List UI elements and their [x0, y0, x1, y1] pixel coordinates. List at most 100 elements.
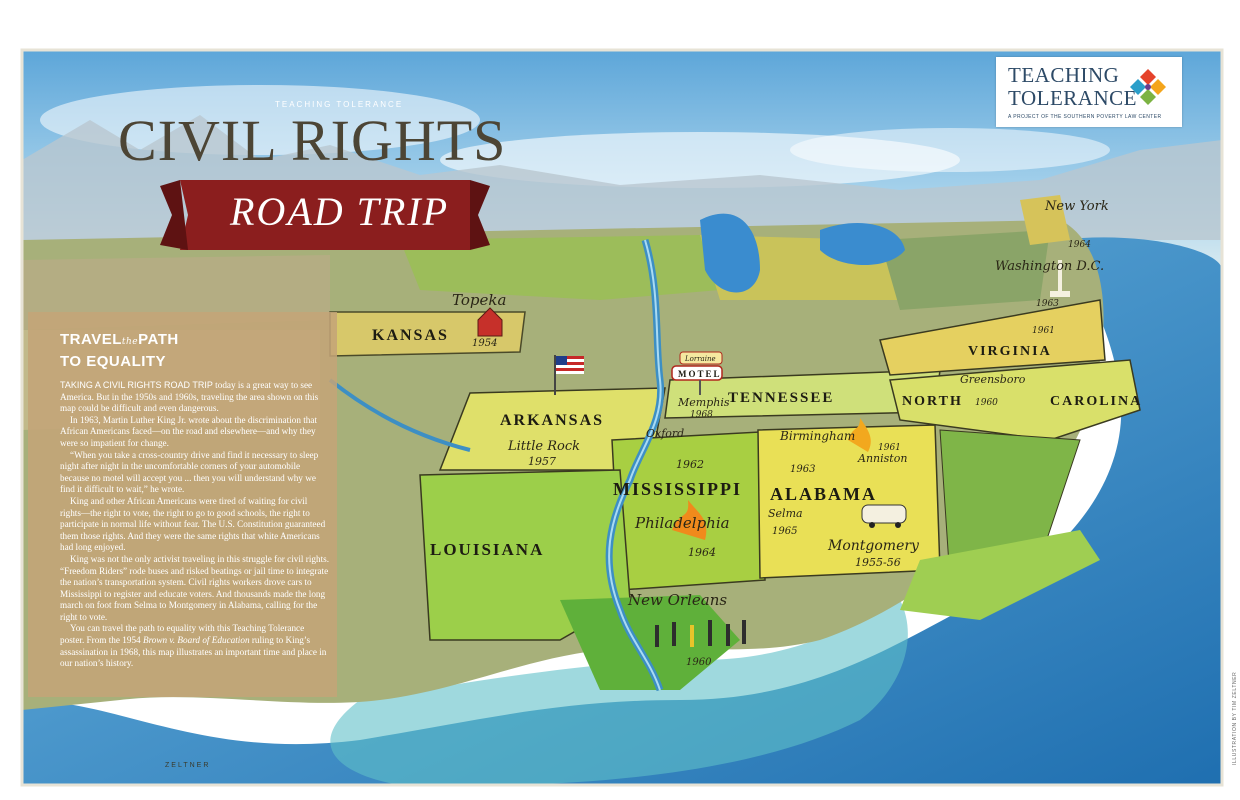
arkansas-label: ARKANSAS	[500, 412, 604, 429]
florida-panhandle	[900, 530, 1100, 620]
greensboro-year: 1960	[975, 398, 998, 408]
panel-title-line2: TO EQUALITY	[60, 353, 167, 370]
washington-monument-icon	[1058, 260, 1062, 295]
painting-border	[20, 48, 1224, 787]
little-rock-label: Little Rock	[507, 439, 580, 454]
state-virginia	[879, 299, 1106, 376]
topeka-label: Topeka	[452, 291, 506, 309]
state-north-carolina	[889, 359, 1141, 441]
bus-wheel	[895, 522, 901, 528]
philadelphia-label: Philadelphia	[634, 514, 730, 532]
marchers-icon	[655, 620, 746, 647]
paragraph-6-em: Brown v. Board of Education	[142, 635, 250, 646]
washington-year: 1963	[1036, 299, 1059, 309]
flag-stripe	[556, 362, 584, 365]
paragraph-6: You can travel the path to equality with…	[60, 623, 330, 669]
little-rock-year: 1957	[528, 455, 556, 468]
new-york-label: New York	[1044, 199, 1109, 214]
philadelphia-year: 1964	[688, 546, 716, 559]
tennessee-label: TENNESSEE	[728, 390, 834, 406]
logo-line1: TEACHING	[1008, 63, 1120, 87]
lake	[820, 222, 905, 265]
title-ribbon	[180, 180, 478, 250]
paragraph-5: King was not the only activist traveling…	[60, 553, 329, 622]
paragraph-4: King and other African Americans were ti…	[60, 495, 326, 553]
lorraine-label: Lorraine	[684, 355, 716, 363]
oxford-label: Oxford	[646, 427, 684, 440]
virginia-label: VIRGINIA	[968, 344, 1052, 359]
flag-stripe	[556, 368, 584, 371]
poster-title: CIVIL RIGHTS	[118, 108, 507, 173]
paragraph-6-a: You can travel the path to equality with…	[60, 623, 305, 646]
paragraph-1-lead: Taking a civil rights road trip	[60, 380, 213, 390]
ribbon-tail	[470, 180, 490, 250]
mississippi-river-highlight	[608, 239, 662, 691]
memphis-label: Memphis	[677, 396, 730, 409]
motel-label: MOTEL	[678, 369, 722, 379]
new-york-year: 1964	[1068, 240, 1091, 250]
selma-year: 1965	[772, 526, 797, 537]
header-kicker: TEACHING TOLERANCE	[275, 100, 404, 109]
lorraine-sign-icon	[679, 351, 723, 365]
plains	[22, 255, 330, 330]
artist-signature: ZELTNER	[165, 762, 211, 769]
capitol-icon	[1050, 291, 1070, 297]
selma-label: Selma	[768, 507, 803, 520]
kansas-label: KANSAS	[372, 327, 449, 344]
poster-subtitle: ROAD TRIP	[230, 189, 450, 234]
schoolhouse-icon	[477, 307, 503, 337]
mississippi-label: MISSISSIPPI	[613, 479, 742, 499]
farmland	[400, 235, 720, 300]
bus-wheel	[869, 522, 875, 528]
arkansas-river	[328, 378, 471, 452]
panel-title: TRAVELthePATH TO EQUALITY	[60, 330, 179, 371]
new-orleans-year: 1960	[686, 657, 712, 668]
anniston-year: 1961	[878, 443, 901, 453]
new-york-city-icon	[1020, 195, 1070, 245]
logo-tagline: A PROJECT OF THE SOUTHERN POVERTY LAW CE…	[1008, 114, 1162, 120]
new-orleans-label: New Orleans	[627, 591, 727, 609]
flag-stripe	[556, 356, 584, 359]
logo-mark-icon	[1130, 69, 1166, 105]
memphis-year: 1968	[690, 410, 713, 420]
flag-canton	[556, 356, 567, 365]
alabama-label: ALABAMA	[770, 484, 877, 504]
illustration-credit: ILLUSTRATION BY TIM ZELTNER	[1232, 671, 1238, 765]
greensboro-label: Greensboro	[960, 373, 1026, 386]
text-panel	[28, 312, 337, 697]
montgomery-year: 1955-56	[855, 556, 901, 569]
panel-title-path: PATH	[138, 331, 179, 348]
paragraph-6-b: ruling to King’s assassination in 1968, …	[60, 635, 327, 669]
anniston-label: Anniston	[857, 452, 907, 465]
motel-sign-icon	[671, 365, 723, 381]
logo-line2: TOLERANCE	[1008, 86, 1137, 110]
montgomery-label: Montgomery	[827, 538, 920, 554]
gulf-shallows	[330, 600, 908, 786]
north-carolina-label-carolina: CAROLINA	[1050, 394, 1142, 409]
delta-land	[560, 595, 740, 690]
birmingham-year: 1963	[790, 464, 815, 475]
farmland	[880, 230, 1050, 310]
louisiana-label: LOUISIANA	[430, 540, 544, 559]
paragraph-3: “When you take a cross-country drive and…	[60, 449, 319, 495]
lake	[700, 213, 760, 293]
sea	[22, 237, 1222, 785]
panel-title-the: the	[121, 337, 139, 347]
cloud	[40, 85, 480, 155]
oxford-year: 1962	[676, 458, 704, 471]
paragraph-1-rest: today is a great way to see America. But…	[60, 380, 319, 414]
north-carolina-label-north: NORTH	[902, 394, 963, 409]
teaching-tolerance-logo: TEACHING TOLERANCE A PROJECT OF THE SOUT…	[996, 57, 1182, 127]
freedom-rider-bus-icon	[861, 504, 907, 524]
paragraph-2: In 1963, Martin Luther King Jr. wrote ab…	[60, 414, 317, 448]
cloud	[790, 128, 1110, 172]
virginia-year: 1961	[1032, 326, 1055, 336]
ribbon-tail	[160, 180, 188, 250]
paragraph-1: Taking a civil rights road trip today is…	[60, 380, 330, 415]
washington-label: Washington D.C.	[995, 259, 1104, 274]
fire-icon	[848, 418, 871, 452]
article-body: Taking a civil rights road trip today is…	[60, 380, 330, 670]
fire-icon	[672, 500, 707, 540]
birmingham-label: Birmingham	[779, 429, 855, 443]
